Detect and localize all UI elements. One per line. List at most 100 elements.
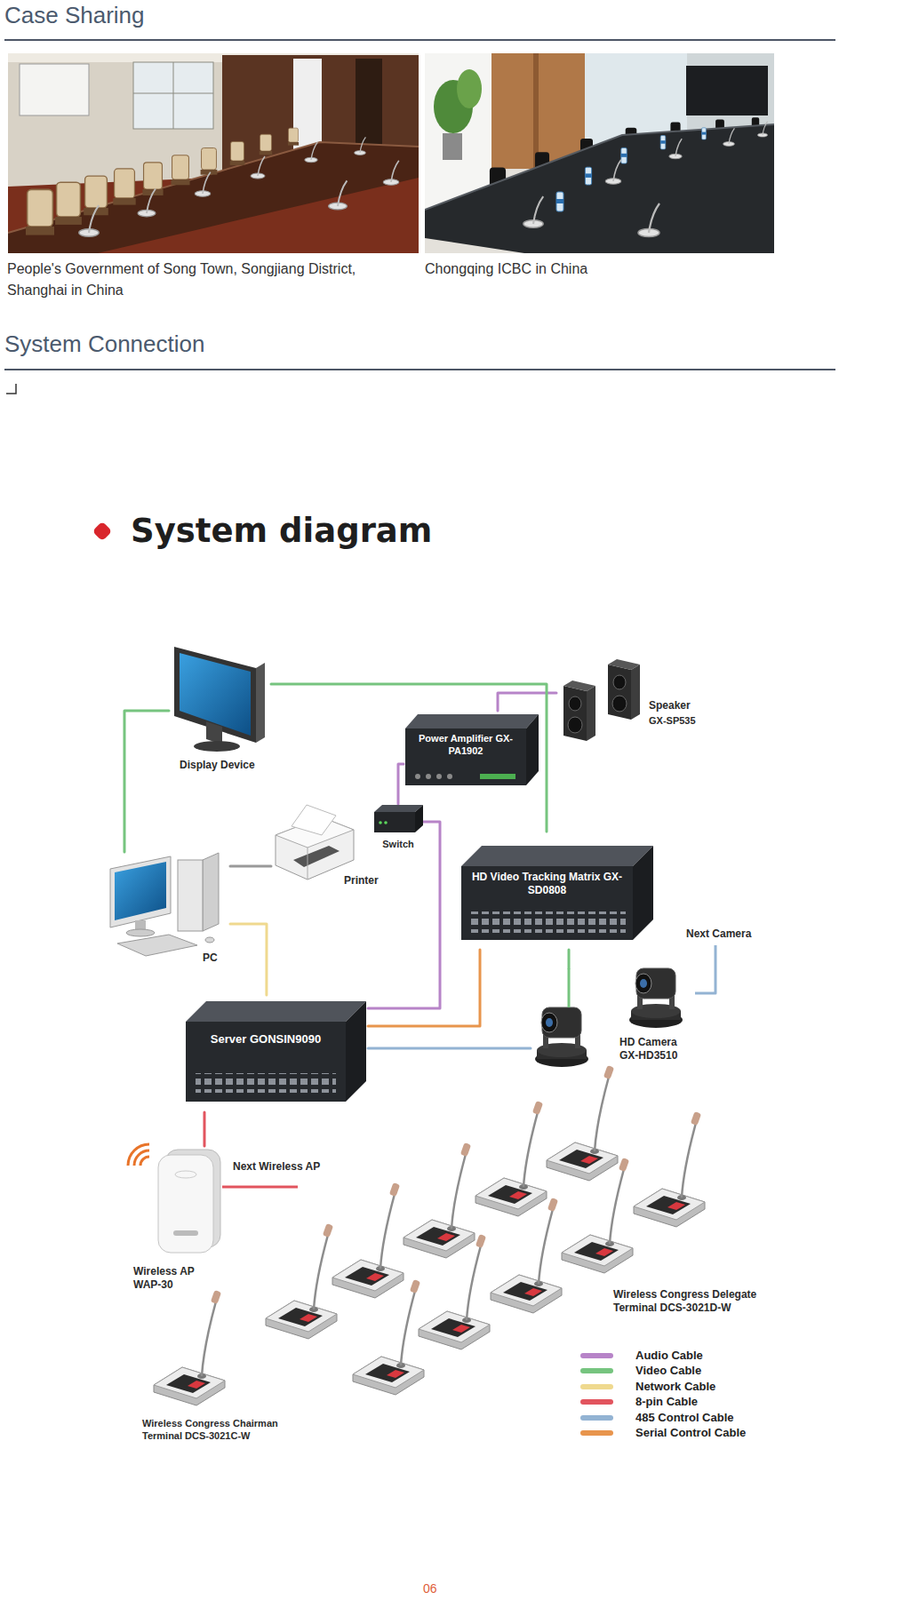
illustration [535,1007,589,1068]
page-number-box: 06 [423,1582,438,1597]
printer [307,847,309,880]
illustration [265,1223,337,1340]
device-label: Wireless Congress Delegate Terminal DCS-… [613,1288,792,1316]
device-label: GX-SP535 [648,714,720,728]
legend-swatch [580,1430,614,1437]
legend-swatch [580,1353,614,1359]
photo [621,147,627,164]
power-amplifier [425,774,432,780]
display-device [179,653,251,736]
legend-swatch [580,1415,614,1422]
cable [367,1047,531,1051]
photo-caption-box: Chongqing ICBC in China [424,258,775,280]
legend-text: 485 Control Cable [635,1411,735,1426]
photo [424,53,775,254]
image-placeholder-icon [6,383,16,394]
power-amplifier [405,728,527,786]
server [185,1022,346,1103]
photo [383,160,400,186]
speaker: SpeakerGX-SP535 [556,653,646,743]
device-label-box: HD Video Tracking Matrix GX-SD0808 [461,871,633,898]
photo [200,148,218,176]
wireless-ap [127,1144,150,1167]
cable [398,764,404,805]
illustration [475,1101,547,1217]
photo [171,155,191,186]
printer [291,805,336,836]
illustration [607,659,640,720]
pc [110,853,219,957]
photo [669,138,682,160]
illustration [418,1234,490,1351]
photo [304,142,318,163]
wireless-ap [140,1157,150,1167]
legend-text-box: Video Cable [635,1364,702,1379]
switch-box [378,821,383,825]
cable [203,1112,207,1147]
photo [133,93,214,95]
display-device [174,647,265,752]
legend-text: Network Cable [635,1380,716,1395]
photo [491,53,585,169]
photo [287,127,299,146]
legend-text: Video Cable [635,1364,702,1379]
photo [702,127,707,140]
switch-box [415,805,424,833]
power-amplifier [405,714,539,786]
cable [367,950,480,1027]
device-label-box: Wireless Congress Delegate Terminal DCS-… [613,1288,792,1316]
photo [25,189,55,235]
device-label: HD Video Tracking Matrix GX-SD0808 [461,871,633,898]
server [195,1073,336,1094]
pc [117,934,198,957]
photo [112,168,136,206]
device-label: Wireless Congress Chairman Terminal DCS-… [142,1417,301,1443]
legend-text: Serial Control Cable [635,1426,746,1441]
legend-text: Audio Cable [635,1349,704,1364]
wireless-ap [173,1230,199,1237]
device-label-box: Switch [364,838,432,851]
device-label-box: Server GONSIN9090 [185,1032,346,1047]
cable [567,950,571,969]
legend-text-box: Serial Control Cable [635,1426,746,1441]
cable [367,822,440,1009]
cable-end-label-box: Next Camera [686,927,752,942]
device-label-box: Wireless AP WAP-30 [133,1265,218,1293]
photo [556,191,564,212]
switch-box [374,805,424,833]
photo [533,53,539,169]
hd-camera: HD Camera GX-HD3510 [530,968,696,1083]
server [185,1001,367,1023]
photo [79,205,99,237]
photo-caption: People's Government of Song Town, Songji… [7,258,418,302]
illustration [561,1158,633,1274]
8-pin-cable [222,1186,298,1190]
photo [250,156,265,179]
device-label: Wireless AP WAP-30 [133,1265,218,1293]
cable [230,924,267,996]
device-label: Display Device [179,759,296,773]
wireless-ap [134,1150,150,1167]
photo [523,196,544,228]
switch-box [374,812,416,833]
video-matrix [632,846,654,941]
legend-text-box: 485 Control Cable [635,1411,735,1426]
chairman-terminal: Wireless Congress Chairman Terminal DCS-… [146,1286,236,1414]
section-heading-box: Case Sharing [4,1,145,29]
printer [293,846,340,868]
title-icon [92,521,113,543]
photo [137,189,156,217]
diagram-title: System diagram [130,511,432,552]
switch: Switch [373,804,424,836]
power-amplifier [436,774,442,780]
device-label: Server GONSIN9090 [185,1032,346,1047]
cable [230,865,272,869]
photo [424,53,775,254]
photo [7,142,419,233]
power-amplifier [447,774,453,780]
server [345,1001,367,1103]
photo [442,133,463,160]
heading-rule [4,39,836,41]
photo [7,53,419,254]
